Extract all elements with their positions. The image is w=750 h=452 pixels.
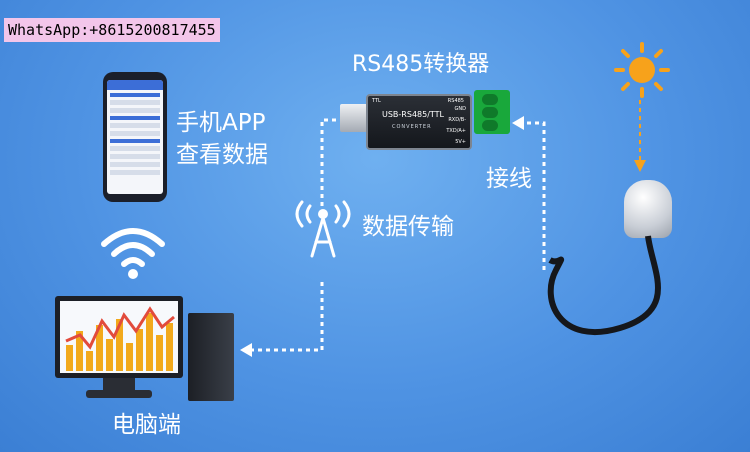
monitor-base: [86, 390, 152, 398]
usb-plug: [340, 104, 368, 132]
pc-monitor: [55, 296, 183, 378]
converter-pin-label: RXD/B-: [448, 117, 466, 123]
phone-app-label-2: 查看数据: [176, 142, 268, 168]
arrow-head-sensor: [634, 160, 646, 172]
pc-tower: [188, 313, 234, 401]
arrow-head-converter: [512, 116, 524, 130]
wifi-icon: [101, 228, 165, 279]
monitor-chart: [65, 306, 175, 371]
data-transfer-label: 数据传输: [362, 214, 454, 240]
converter-sub: CONVERTER: [392, 124, 432, 130]
converter-model: USB-RS485/TTL: [382, 110, 444, 119]
monitor-stand: [103, 378, 135, 392]
arrow-antenna-to-pc: [248, 282, 324, 352]
phone: [103, 72, 167, 202]
converter-pin-label: 5V+: [455, 139, 466, 145]
wiring-label: 接线: [486, 166, 532, 192]
phone-app-label-1: 手机APP: [176, 110, 266, 136]
whatsapp-watermark: WhatsApp:+8615200817455: [4, 18, 220, 42]
arrow-converter-to-antenna: [320, 118, 344, 212]
arrow-head-pc: [240, 343, 252, 357]
antenna-icon: [295, 200, 351, 258]
sensor-device: [624, 180, 672, 238]
monitor-screen: [60, 301, 178, 373]
terminal-block: [474, 90, 510, 134]
phone-screen: [107, 80, 163, 194]
converter-pin-label: GND: [454, 106, 466, 112]
sensor-cable: [547, 235, 661, 336]
pc-label: 电脑端: [112, 412, 181, 438]
converter-pin-label: TXD/A+: [446, 128, 466, 134]
rs485-converter: TTL RS485 USB-RS485/TTL CONVERTER GND RXD…: [366, 94, 472, 150]
converter-rs485-label: RS485: [447, 98, 464, 104]
converter-ttl-label: TTL: [372, 98, 381, 104]
converter-pins: GND RXD/B- TXD/A+ 5V+: [446, 104, 466, 148]
sun-icon: [614, 42, 670, 98]
arrow-sensor-to-converter: [520, 121, 546, 270]
converter-title: RS485转换器: [352, 52, 490, 77]
